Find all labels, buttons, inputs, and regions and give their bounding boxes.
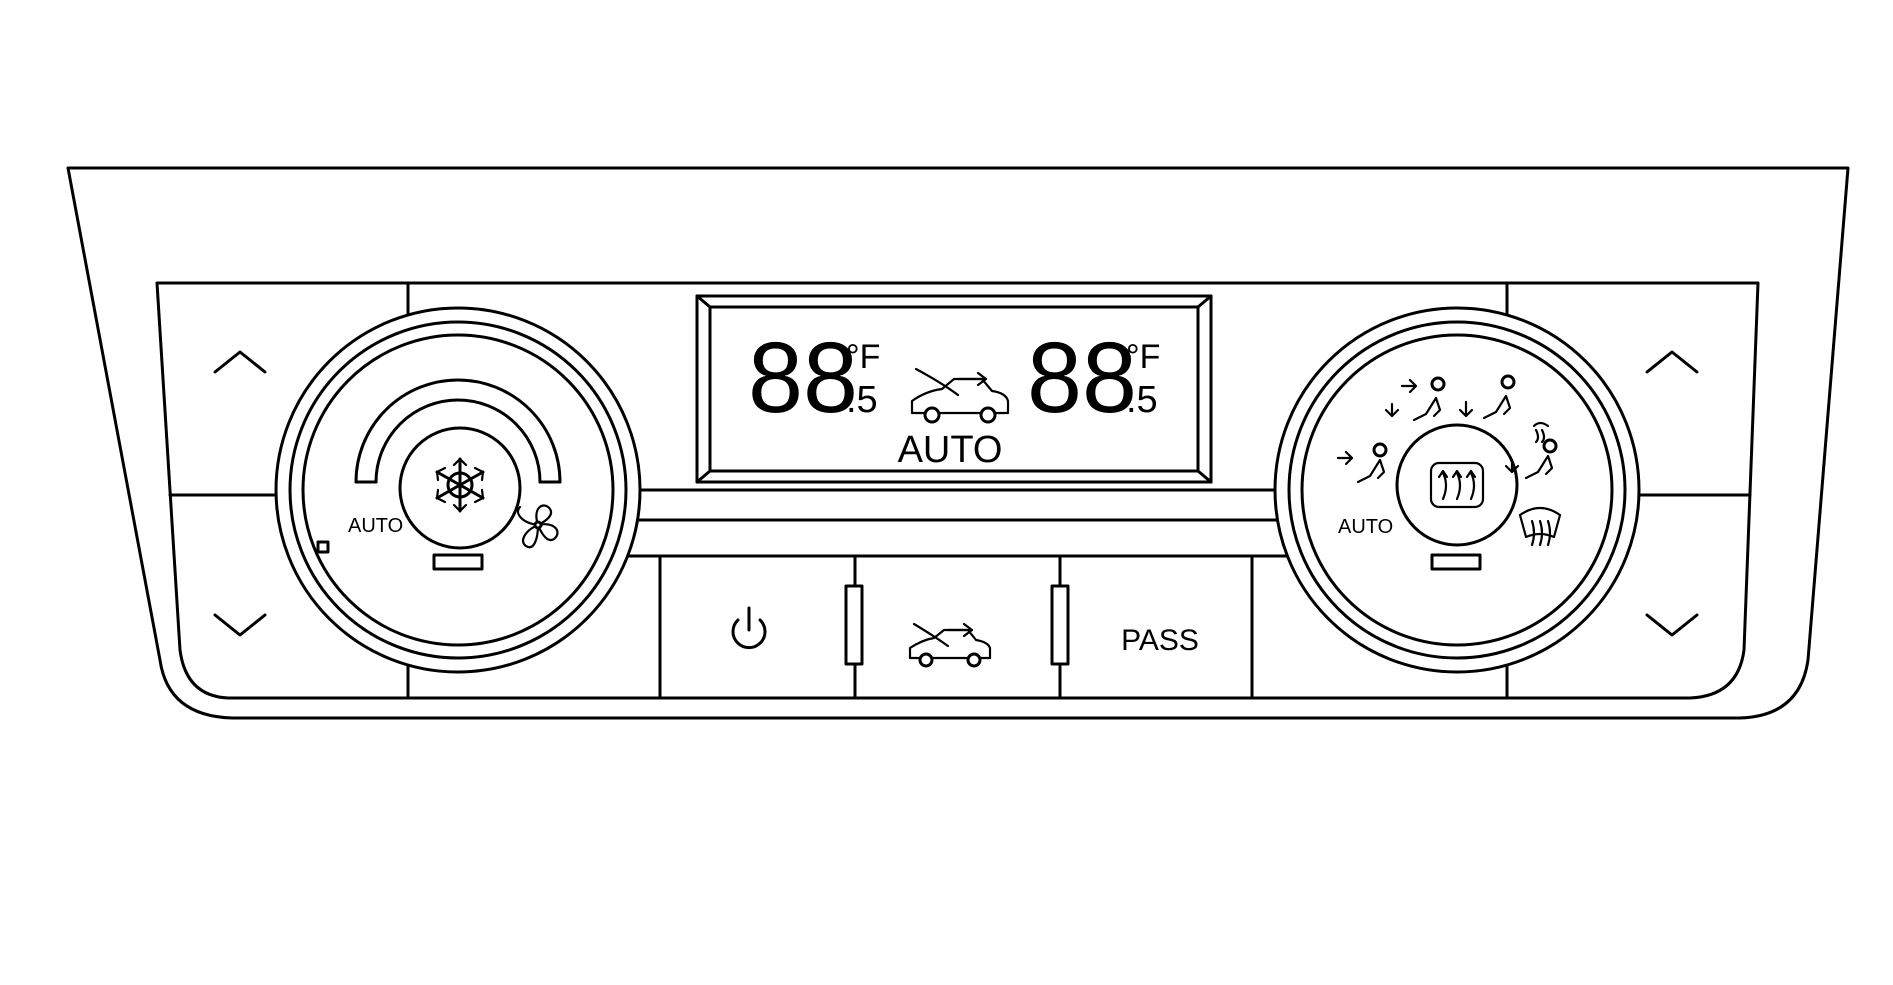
right-temp-unit: °F xyxy=(1126,338,1160,376)
vent-mode-icon xyxy=(1336,442,1388,484)
bi-level-mode-icon xyxy=(1384,376,1446,422)
left-temp-unit: °F xyxy=(846,338,880,376)
chevron-down-icon xyxy=(1645,613,1699,637)
rear-defrost-icon xyxy=(1429,461,1485,509)
snowflake-icon xyxy=(435,457,485,513)
chevron-up-icon xyxy=(213,350,267,374)
recirculation-icon xyxy=(908,622,992,668)
right-temp-up-button[interactable] xyxy=(1515,290,1740,490)
fan-speed-knob[interactable]: AUTO xyxy=(274,306,642,674)
windshield-defrost-icon xyxy=(1518,506,1562,547)
recirculation-icon xyxy=(910,367,1010,424)
left-temp-half: .5 xyxy=(846,379,878,421)
right-temp-half: .5 xyxy=(1126,379,1158,421)
knob-center-disc xyxy=(1395,423,1519,547)
right-temp-down-button[interactable] xyxy=(1515,500,1740,690)
air-delivery-knob[interactable]: AUTO xyxy=(1273,306,1641,674)
mode-auto-label: AUTO xyxy=(1338,516,1393,538)
left-temp-down-button[interactable] xyxy=(180,500,400,690)
fan-speed-arc xyxy=(374,398,542,484)
lcd-display: 88 °F .5 AUTO 88 °F .5 xyxy=(695,294,1213,484)
mode-auto-indicator-light xyxy=(1430,553,1482,571)
fan-icon xyxy=(516,504,559,549)
fan-auto-label: AUTO xyxy=(348,515,403,537)
power-icon xyxy=(731,606,767,650)
floor-mode-icon xyxy=(1458,374,1516,420)
passenger-button-label: PASS xyxy=(1121,624,1199,657)
power-button[interactable] xyxy=(660,560,850,694)
mode-readout: AUTO xyxy=(898,429,1003,471)
outer-bezel xyxy=(66,166,1850,720)
fan-auto-indicator-light xyxy=(432,553,484,571)
fan-speed-arc xyxy=(354,378,562,484)
right-temp-readout: 88 xyxy=(1027,322,1137,434)
recirculation-button[interactable] xyxy=(864,560,1050,694)
chevron-down-icon xyxy=(213,613,267,637)
recirc-indicator-light xyxy=(844,584,864,666)
defog-mode-icon xyxy=(1504,421,1558,480)
left-temp-readout: 88 xyxy=(748,322,858,434)
chevron-up-icon xyxy=(1645,350,1699,374)
faceplate xyxy=(155,281,1760,700)
knob-pointer xyxy=(316,540,330,554)
left-temp-up-button[interactable] xyxy=(180,290,400,490)
passenger-button[interactable]: PASS xyxy=(1068,560,1248,694)
passenger-indicator-light xyxy=(1050,584,1070,666)
